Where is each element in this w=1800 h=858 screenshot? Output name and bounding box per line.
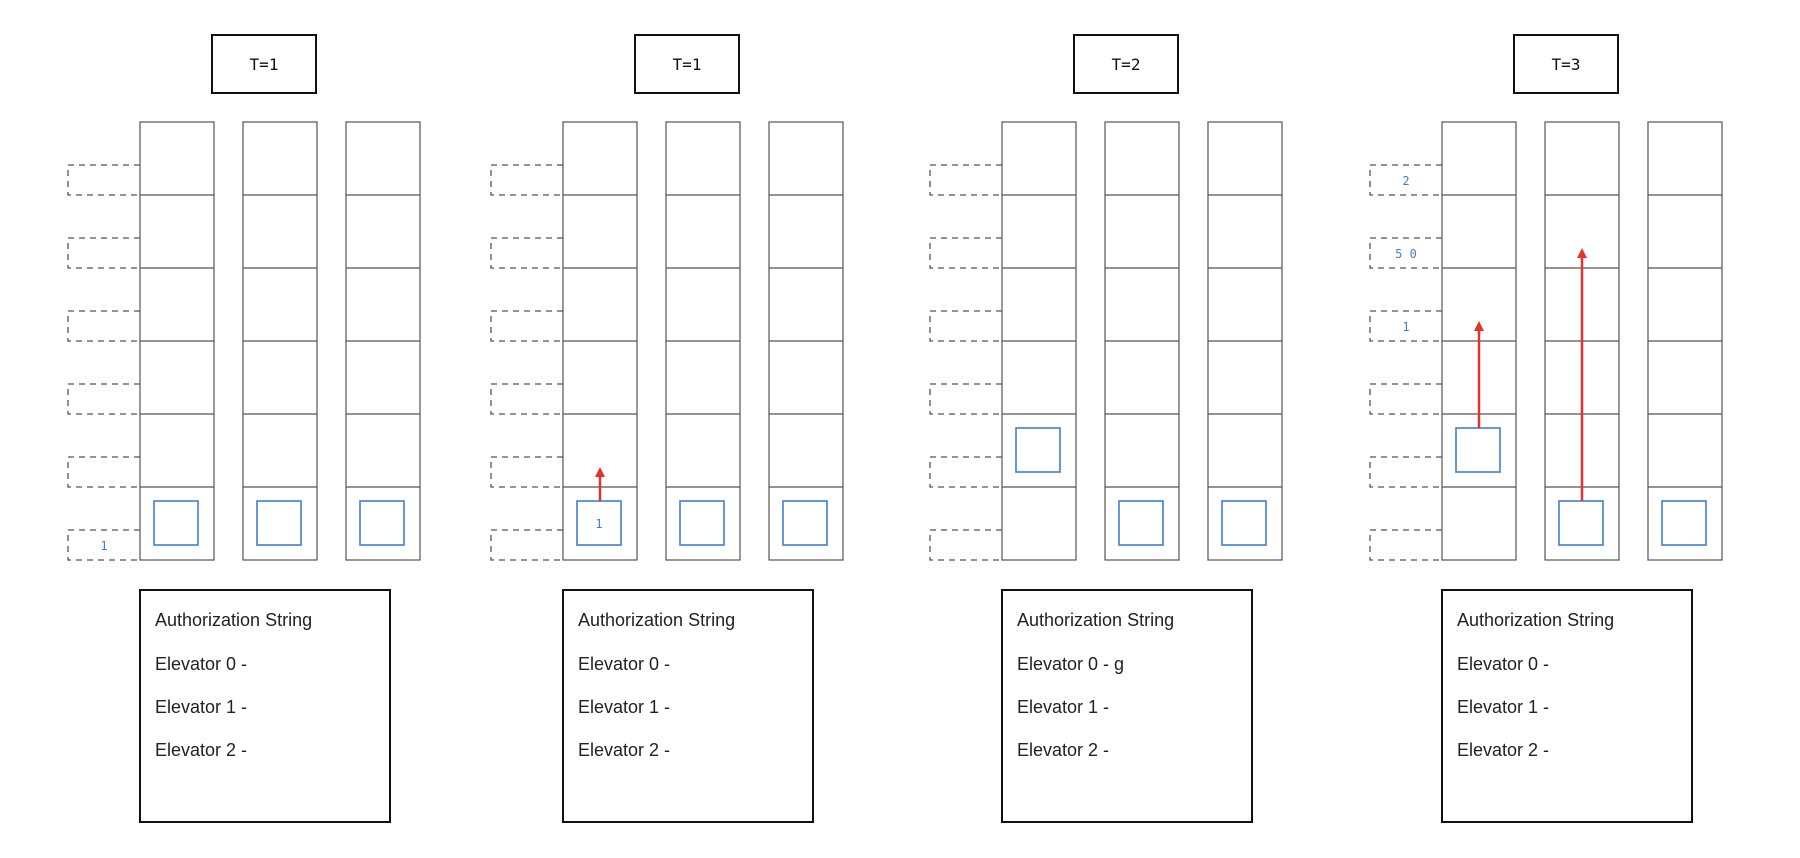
time-label: T=2 [1112, 55, 1141, 74]
floor-request-slot-2 [1369, 383, 1442, 415]
elevator-shaft-0 [1001, 121, 1077, 561]
floor-request-slot-3 [67, 310, 140, 342]
floor-request-slot-4: 5 0 [1369, 237, 1442, 269]
floor-request-slot-4 [490, 237, 563, 269]
elevator-car-label: 1 [595, 517, 602, 531]
elevator-shaft-2 [1647, 121, 1723, 561]
elevator-shaft-1 [665, 121, 741, 561]
floor-request-slot-1 [929, 456, 1002, 488]
time-label: T=1 [673, 55, 702, 74]
floor-request-label: 1 [1402, 320, 1409, 334]
floor-request-slot-0: 1 [67, 529, 140, 561]
floor-request-slot-1 [490, 456, 563, 488]
floor-request-slot-3: 1 [1369, 310, 1442, 342]
floor-request-slot-0 [1369, 529, 1442, 561]
authorization-line-elevator-0: Elevator 0 - [155, 654, 247, 674]
authorization-line-elevator-2: Elevator 2 - [1457, 740, 1549, 760]
floor-request-slot-2 [929, 383, 1002, 415]
floor-request-label: 1 [100, 539, 107, 553]
floor-request-label: 2 [1402, 174, 1409, 188]
authorization-line-elevator-0: Elevator 0 - [1457, 654, 1549, 674]
authorization-line-elevator-2: Elevator 2 - [155, 740, 247, 760]
elevator-car-1 [679, 500, 725, 546]
authorization-line-elevator-1: Elevator 1 - [1017, 697, 1109, 717]
elevator-car-0 [576, 500, 622, 546]
elevator-shaft-2 [768, 121, 844, 561]
authorization-line-elevator-1: Elevator 1 - [1457, 697, 1549, 717]
authorization-line-elevator-1: Elevator 1 - [155, 697, 247, 717]
elevator-car-2 [359, 500, 405, 546]
authorization-line-elevator-0: Elevator 0 - g [1017, 654, 1124, 674]
floor-request-slot-1 [1369, 456, 1442, 488]
elevator-shaft-2 [345, 121, 421, 561]
elevator-shaft-1 [1544, 121, 1620, 561]
authorization-line-elevator-0: Elevator 0 - [578, 654, 670, 674]
authorization-line-elevator-2: Elevator 2 - [1017, 740, 1109, 760]
time-label-box [1073, 34, 1179, 94]
elevator-car-1 [1558, 500, 1604, 546]
time-label-box [634, 34, 740, 94]
authorization-line-elevator-1: Elevator 1 - [578, 697, 670, 717]
floor-request-slot-5 [490, 164, 563, 196]
floor-request-slot-2 [490, 383, 563, 415]
floor-request-slot-3 [929, 310, 1002, 342]
floor-request-slot-2 [67, 383, 140, 415]
authorization-line-elevator-2: Elevator 2 - [578, 740, 670, 760]
floor-request-slot-4 [929, 237, 1002, 269]
elevator-shaft-1 [242, 121, 318, 561]
authorization-string-title: Authorization String [1017, 610, 1174, 630]
elevator-shaft-1 [1104, 121, 1180, 561]
elevator-car-0 [1455, 427, 1501, 473]
time-label-box [211, 34, 317, 94]
floor-request-slot-1 [67, 456, 140, 488]
elevator-car-0 [1015, 427, 1061, 473]
time-label: T=1 [250, 55, 279, 74]
elevator-car-2 [1221, 500, 1267, 546]
elevator-car-2 [1661, 500, 1707, 546]
floor-request-slot-0 [490, 529, 563, 561]
elevator-car-1 [256, 500, 302, 546]
floor-request-slot-0 [929, 529, 1002, 561]
elevator-shaft-2 [1207, 121, 1283, 561]
authorization-string-title: Authorization String [1457, 610, 1614, 630]
elevator-shaft-0 [139, 121, 215, 561]
elevator-car-1 [1118, 500, 1164, 546]
elevator-car-0 [153, 500, 199, 546]
elevator-car-2 [782, 500, 828, 546]
floor-request-slot-3 [490, 310, 563, 342]
authorization-string-title: Authorization String [155, 610, 312, 630]
time-label-box [1513, 34, 1619, 94]
floor-request-slot-4 [67, 237, 140, 269]
floor-request-slot-5 [929, 164, 1002, 196]
floor-request-slot-5: 2 [1369, 164, 1442, 196]
floor-request-label: 5 0 [1395, 247, 1417, 261]
authorization-string-title: Authorization String [578, 610, 735, 630]
floor-request-slot-5 [67, 164, 140, 196]
time-label: T=3 [1552, 55, 1581, 74]
